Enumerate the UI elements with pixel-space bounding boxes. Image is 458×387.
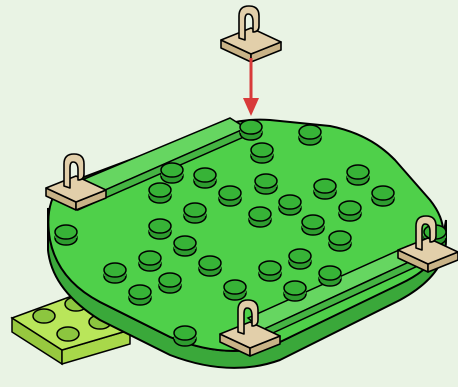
stud-top [193,167,217,183]
stud [248,206,272,228]
stud [278,194,302,216]
stud [223,279,247,301]
tan-clip [45,153,107,211]
stud-top [288,248,312,264]
clip-hook [237,299,259,335]
stud-top [278,194,302,210]
stud-top [371,185,395,201]
stud-top [183,202,207,218]
stud [250,142,274,164]
stud-top [258,260,282,276]
stud-top [160,162,184,178]
stud-top [223,279,247,295]
stud [103,262,127,284]
stud-top [338,200,362,216]
stud [288,248,312,270]
tan-clip [220,5,282,63]
stud-top [158,272,182,288]
stud-top [173,325,197,341]
stud-top [103,262,127,278]
stud [160,162,184,184]
stud [193,167,217,189]
stud [371,185,395,207]
stud-top [328,230,352,246]
clip-hook [63,153,85,189]
stud-top [298,124,322,140]
small-plate-stud [56,326,80,342]
stud-top [239,119,263,135]
stud-top [283,280,307,296]
stud [183,202,207,224]
stud-top [148,218,172,234]
stud [148,182,172,204]
stud [313,178,337,200]
stud [283,280,307,302]
small-plate-stud [32,308,56,324]
stud [338,200,362,222]
stud [318,265,342,287]
stud-top [198,255,222,271]
stud [158,272,182,294]
arrow-head [243,98,259,116]
stud [128,284,152,306]
stud [148,218,172,240]
stud-top [250,142,274,158]
stud [301,214,325,236]
stud-top [138,250,162,266]
stud-top [346,164,370,180]
tan-clips [45,5,458,357]
stud [173,325,197,347]
stud-top [254,173,278,189]
stud [239,119,263,141]
stud-top [301,214,325,230]
tan-clip [219,299,281,357]
stud-top [54,224,78,240]
stud [54,224,78,246]
stud-top [218,185,242,201]
down-arrow [243,58,259,116]
stud [254,173,278,195]
stud-top [148,182,172,198]
stud-top [173,235,197,251]
stud [173,235,197,257]
clip-hook [415,215,437,251]
stud [346,164,370,186]
stud [218,185,242,207]
stud-top [248,206,272,222]
stud-top [128,284,152,300]
stud-top [318,265,342,281]
stud [258,260,282,282]
stud-top [313,178,337,194]
tan-clip [397,215,458,273]
stud [328,230,352,252]
stud [298,124,322,146]
stud [198,255,222,277]
stud [138,250,162,272]
clip-hook [238,5,260,41]
